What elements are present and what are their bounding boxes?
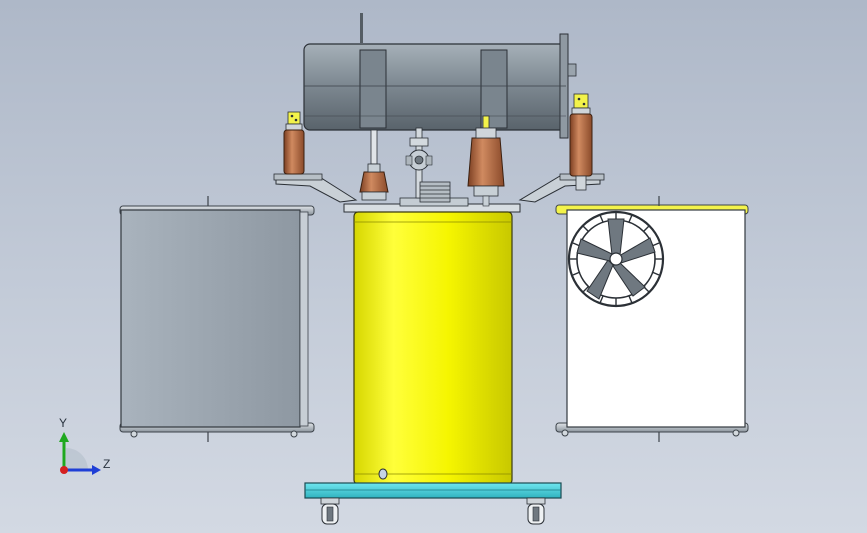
right-bushing[interactable] — [569, 93, 593, 191]
z-axis-label: Z — [103, 457, 110, 471]
wheel-left — [320, 497, 340, 525]
orientation-triad[interactable]: Y Z — [59, 416, 110, 475]
center-left-bushing[interactable] — [359, 129, 389, 201]
left-bushing[interactable] — [283, 111, 305, 175]
conservator-tank[interactable] — [303, 13, 577, 139]
x-axis-dot — [60, 466, 68, 474]
z-axis-arrow — [92, 465, 101, 475]
center-right-bushing[interactable] — [467, 115, 505, 207]
y-axis-arrow — [59, 432, 69, 442]
y-axis-label: Y — [59, 416, 67, 430]
base-frame[interactable] — [304, 482, 562, 499]
wheel-right — [526, 497, 546, 525]
radiator-right[interactable] — [555, 196, 749, 442]
radiator-left[interactable] — [119, 196, 315, 442]
fan-icon — [567, 210, 665, 308]
main-tank[interactable] — [353, 211, 513, 485]
center-valve-assembly — [405, 127, 451, 203]
